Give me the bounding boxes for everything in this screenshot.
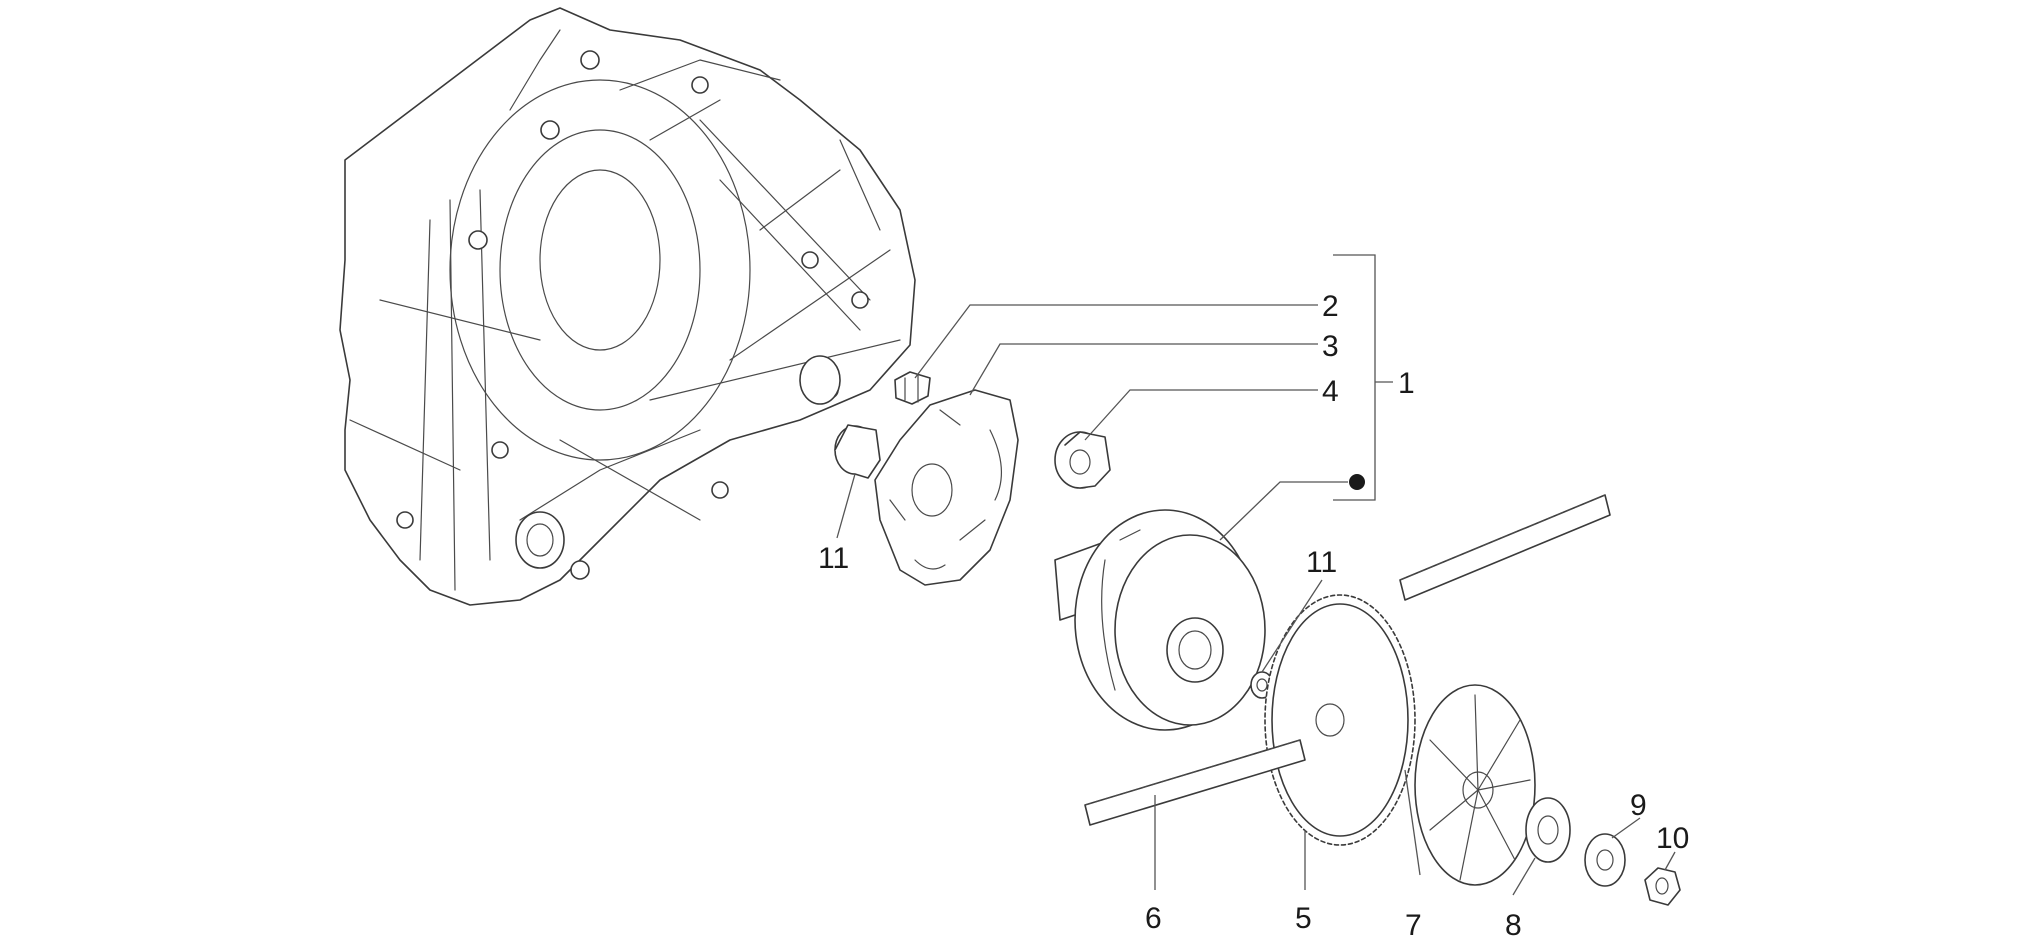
callout-3: 3 xyxy=(1322,330,1339,363)
callout-2: 2 xyxy=(1322,290,1339,323)
part-6-belt xyxy=(1084,494,1611,826)
part-8-hub xyxy=(1525,797,1571,863)
assembly-marker-dot xyxy=(1349,474,1365,490)
part-9-washer xyxy=(1584,833,1626,887)
callout-9: 9 xyxy=(1630,789,1647,822)
callout-7: 7 xyxy=(1405,909,1422,942)
leader-lines xyxy=(836,304,1676,896)
part-10-nut xyxy=(1644,867,1681,906)
crankcase xyxy=(339,7,916,606)
callout-11-right: 11 xyxy=(1306,546,1337,579)
callout-1: 1 xyxy=(1398,367,1415,400)
callout-11-left: 11 xyxy=(818,542,849,575)
part-3-ramp-plate xyxy=(874,389,1019,586)
drive-pulley-half xyxy=(1054,509,1266,731)
part-5-ring-gear xyxy=(1264,594,1416,846)
part-7-fan-pulley xyxy=(1414,684,1536,886)
callout-10: 10 xyxy=(1656,822,1689,855)
callout-4: 4 xyxy=(1322,375,1339,408)
part-4-roller xyxy=(1054,431,1111,489)
callout-5: 5 xyxy=(1295,902,1312,935)
callout-6: 6 xyxy=(1145,902,1162,935)
callout-8: 8 xyxy=(1505,909,1522,942)
part-11-bushing-left xyxy=(834,424,881,479)
assembly-bracket xyxy=(1333,254,1393,501)
part-2-slider xyxy=(894,371,931,405)
